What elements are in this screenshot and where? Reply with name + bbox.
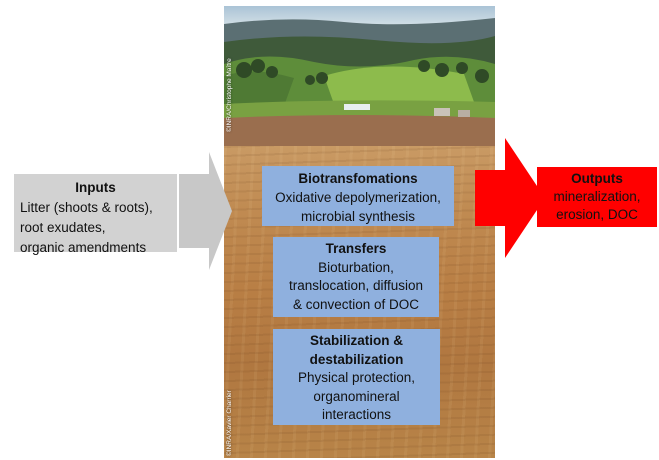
stabilization-line: organomineral <box>313 388 400 404</box>
biotransformations-line: microbial synthesis <box>300 209 416 224</box>
inputs-box: Inputs Litter (shoots & roots), root exu… <box>14 174 177 255</box>
photo-credit-bottom: ©INRA/Xavier Charrier <box>226 390 233 456</box>
biotransformations-title: Biotransfomations <box>298 171 418 186</box>
stabilization-box: Stabilization & destabilization Physical… <box>273 329 440 425</box>
inputs-title: Inputs <box>75 180 116 195</box>
outputs-line: erosion, DOC <box>556 207 638 222</box>
transfers-box: Transfers Bioturbation, translocation, d… <box>273 237 439 317</box>
biotransformations-line: Oxidative depolymerization, <box>275 190 441 205</box>
stabilization-line: Physical protection, <box>297 370 416 385</box>
landscape-photo <box>224 6 495 146</box>
inputs-line: root exudates, <box>20 220 106 235</box>
stabilization-line: interactions <box>321 407 392 422</box>
photo-credit-top: ©INRA/Christophe Maître <box>226 58 233 132</box>
transfers-line: translocation, diffusion <box>288 278 424 293</box>
input-arrow <box>179 152 232 270</box>
outputs-line: mineralization, <box>553 189 641 204</box>
transfers-line: Bioturbation, <box>318 259 394 275</box>
stabilization-title: Stabilization & <box>309 333 403 348</box>
output-arrow <box>475 138 545 258</box>
outputs-box: Outputs mineralization, erosion, DOC <box>537 167 657 227</box>
inputs-line: organic amendments <box>20 240 147 255</box>
biotransformations-box: Biotransfomations Oxidative depolymeriza… <box>262 166 454 226</box>
inputs-line: Litter (shoots & roots), <box>20 200 153 215</box>
transfers-title: Transfers <box>325 241 387 256</box>
transfers-line: & convection of DOC <box>292 296 420 312</box>
stabilization-title: destabilization <box>309 351 404 367</box>
outputs-title: Outputs <box>571 171 623 186</box>
